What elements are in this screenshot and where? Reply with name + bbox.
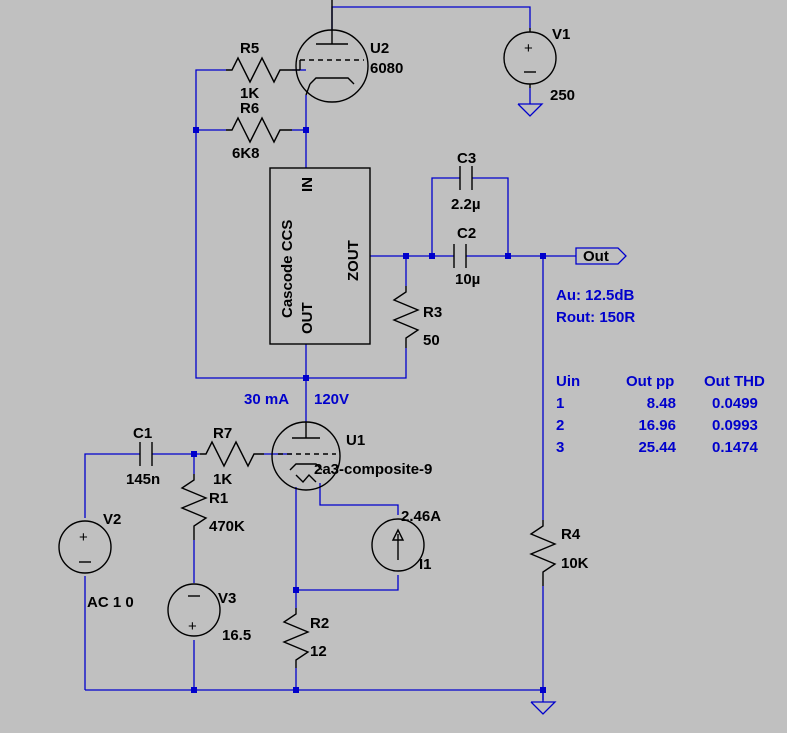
i1-source (371, 518, 425, 572)
r4-value: 10K (561, 555, 589, 572)
ccs-in-pin: IN (299, 177, 316, 192)
r7-symbol (200, 440, 264, 468)
r1-name: R1 (209, 490, 228, 507)
ccs-out-pin: OUT (299, 302, 316, 334)
i1-value: 2.46A (401, 508, 441, 525)
v2-source: + (58, 520, 112, 574)
u1-value: 2a3-composite-9 (314, 461, 432, 478)
table-header-outpp: Out pp (626, 373, 674, 390)
c3-name: C3 (457, 150, 476, 167)
c1-value: 145n (126, 471, 160, 488)
table-cell: 8.48 (647, 395, 676, 412)
c2-value: 10µ (455, 271, 480, 288)
svg-text:+: + (79, 529, 88, 546)
r5-name: R5 (240, 40, 259, 57)
u1-name: U1 (346, 432, 365, 449)
cascode-ccs-block (269, 167, 371, 345)
r2-symbol (282, 608, 310, 668)
r6-symbol (226, 116, 292, 144)
r1-symbol (180, 474, 208, 540)
v1-name: V1 (552, 26, 570, 43)
table-header-thd: Out THD (704, 373, 765, 390)
v2-value: AC 1 0 (87, 594, 134, 611)
ground-symbol-v1 (517, 103, 544, 117)
c2-symbol (453, 244, 467, 268)
r2-name: R2 (310, 615, 329, 632)
current-annotation: 30 mA (244, 391, 289, 408)
svg-text:+: + (188, 618, 197, 635)
out-port-label: Out (583, 248, 609, 265)
table-cell: 0.1474 (712, 439, 759, 456)
v3-value: 16.5 (222, 627, 251, 644)
wires (84, 6, 576, 702)
r2-value: 12 (310, 643, 327, 660)
table-cell: 0.0993 (712, 417, 758, 434)
gain-annotation: Au: 12.5dB (556, 287, 635, 304)
v2-name: V2 (103, 511, 121, 528)
r3-symbol (392, 286, 420, 348)
voltage-annotation: 120V (314, 391, 349, 408)
r4-name: R4 (561, 526, 581, 543)
c1-name: C1 (133, 425, 152, 442)
junction-dots (191, 127, 546, 693)
r3-value: 50 (423, 332, 440, 349)
c3-symbol (459, 166, 473, 190)
table-cell: 2 (556, 417, 564, 434)
u2-value: 6080 (370, 60, 403, 77)
out-port (575, 247, 627, 265)
rout-annotation: Rout: 150R (556, 309, 635, 326)
v3-name: V3 (218, 590, 236, 607)
r7-value: 1K (213, 471, 232, 488)
svg-text:+: + (524, 40, 533, 57)
table-cell: 0.0499 (712, 395, 758, 412)
u2-tube (292, 0, 369, 103)
r6-value: 6K8 (232, 145, 260, 162)
r6-name: R6 (240, 100, 259, 117)
i1-name: I1 (419, 556, 432, 573)
results-table: Uin Out pp Out THD 1 8.48 0.0499 2 16.96… (556, 373, 765, 456)
table-header-uin: Uin (556, 373, 580, 390)
table-cell: 1 (556, 395, 564, 412)
r1-value: 470K (209, 518, 245, 535)
table-cell: 16.96 (638, 417, 676, 434)
v1-value: 250 (550, 87, 575, 104)
v1-source: + (503, 28, 557, 88)
r5-symbol (226, 56, 292, 84)
ccs-title: Cascode CCS (279, 220, 296, 318)
u1-tube (271, 421, 341, 491)
ccs-zout-pin: ZOUT (345, 240, 362, 281)
c2-name: C2 (457, 225, 476, 242)
c3-value: 2.2µ (451, 196, 481, 213)
table-cell: 3 (556, 439, 564, 456)
c1-symbol (139, 442, 153, 466)
r3-name: R3 (423, 304, 442, 321)
u2-name: U2 (370, 40, 389, 57)
table-cell: 25.44 (638, 439, 676, 456)
ground-symbol-main (530, 701, 557, 715)
v3-source: + (167, 583, 221, 637)
r4-symbol (529, 520, 557, 586)
r7-name: R7 (213, 425, 232, 442)
r5-value: 1K (240, 85, 259, 102)
